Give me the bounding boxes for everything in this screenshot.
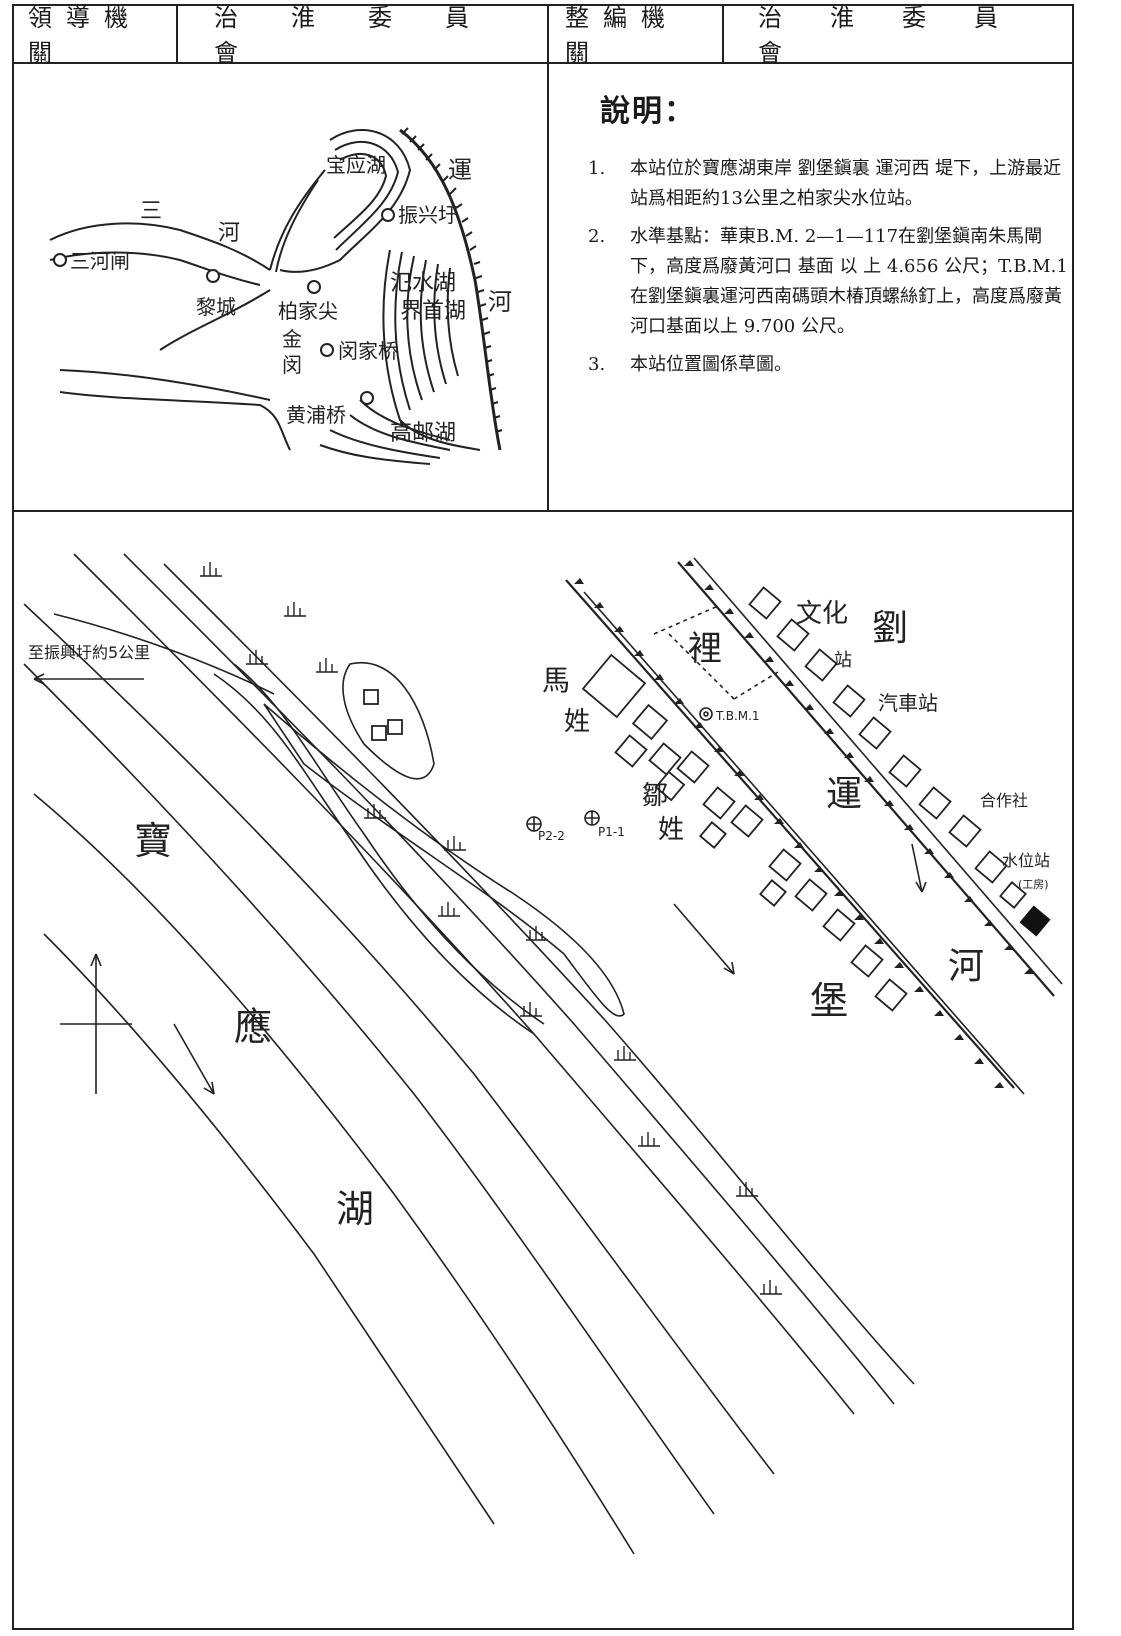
- he-label-1: 河: [488, 288, 512, 316]
- zou-surname-label: 姓: [658, 815, 684, 845]
- zou-label: 鄒: [642, 781, 668, 811]
- header-col-sep-1: [176, 4, 178, 62]
- ying-label: 應: [234, 1005, 272, 1049]
- compile-agency-value: 治淮委員會: [726, 4, 1072, 67]
- gaoyou-lake-label: 高邮湖: [390, 421, 456, 446]
- shuiweizhan-label: 水位站: [1002, 851, 1050, 870]
- compile-agency-label: 整編機關: [551, 4, 721, 67]
- lead-agency-value: 治淮委員會: [180, 4, 546, 67]
- p11-label: P1-1: [598, 825, 625, 839]
- zhan-label: 站: [834, 650, 852, 671]
- hezuoshe-label: 合作社: [980, 791, 1028, 810]
- lead-agency-label: 領導機關: [14, 4, 176, 67]
- tbm-label: T.B.M.1: [715, 709, 760, 723]
- fanshui-lake-label: 氾水湖: [390, 271, 456, 296]
- baijiajian-label: 柏家尖: [278, 299, 338, 323]
- header-col-sep-3: [722, 4, 724, 62]
- compile-agency-value-text: 治淮委員會: [758, 4, 1046, 67]
- note-1-text: 本站位於寶應湖東岸 劉堡鎭裏 運河西 堤下，上游最近站爲相距約13公里之柏家尖水…: [630, 158, 1062, 209]
- wenhua-label: 文化: [796, 599, 848, 629]
- san-label: 三: [140, 199, 162, 224]
- mid-col-sep: [547, 4, 549, 510]
- baoying-lake-label: 宝应湖: [326, 153, 386, 177]
- lead-agency-value-text: 治淮委員會: [214, 4, 522, 67]
- p22-label: P2-2: [538, 829, 565, 843]
- licheng-label: 黎城: [196, 295, 236, 319]
- note-3-text: 本站位置圖係草圖。: [630, 354, 792, 375]
- li-label: 裡: [688, 629, 722, 669]
- bao-fort-label: 堡: [810, 979, 848, 1023]
- huangpuqiao-label: 黄浦桥: [286, 403, 346, 427]
- he-label-site: 河: [948, 946, 984, 987]
- page-frame: [12, 4, 1074, 1630]
- jieshou-lake-label: 界首湖: [400, 299, 466, 324]
- ma-surname-label: 姓: [564, 707, 590, 737]
- note-1: 1. 本站位於寶應湖東岸 劉堡鎭裏 運河西 堤下，上游最近站爲相距約13公里之柏…: [580, 154, 1070, 214]
- gongshe-label: (工房): [1018, 878, 1049, 891]
- lead-agency-label-text: 領導機關: [28, 4, 142, 67]
- site-map: 至振興圩約5公里 寶 應 湖 馬 姓 鄒 姓 裡 運 河 堡 劉 文化 站 汽車…: [23, 553, 1063, 1555]
- qichezhan-label: 汽車站: [878, 691, 938, 715]
- hu-label: 湖: [336, 1187, 374, 1231]
- note-2: 2. 水準基點：華東B.M. 2—1—117在劉堡鎭南朱馬閘下，高度爲廢黃河口 …: [580, 222, 1070, 342]
- jin-label: 金: [282, 327, 302, 351]
- compile-agency-label-text: 整編機關: [565, 4, 679, 67]
- yun-label: 運: [448, 156, 472, 184]
- section-divider: [12, 510, 1074, 512]
- header-divider: [12, 62, 1074, 64]
- min-label: 闵: [282, 353, 302, 377]
- to-zhenxing-label: 至振興圩約5公里: [28, 643, 150, 662]
- bao-label: 寶: [134, 819, 172, 863]
- note-2-text: 水準基點：華東B.M. 2—1—117在劉堡鎭南朱馬閘下，高度爲廢黃河口 基面 …: [630, 226, 1068, 337]
- liu-label: 劉: [872, 608, 908, 649]
- minjiaqiao-label: 闵家桥: [338, 339, 398, 363]
- he-label-2: 河: [218, 221, 240, 246]
- note-2-number: 2.: [588, 226, 606, 247]
- marsh-symbols: [200, 562, 782, 1295]
- description-title: 說明：: [600, 94, 696, 129]
- note-1-number: 1.: [588, 158, 606, 179]
- ma-label: 馬: [542, 664, 570, 697]
- yun-label-site: 運: [826, 774, 862, 815]
- zhenxingyu-label: 振兴圩: [398, 203, 458, 227]
- note-3: 3. 本站位置圖係草圖。: [580, 350, 1070, 380]
- note-3-number: 3.: [588, 354, 606, 375]
- sanhezha-label: 三河闸: [70, 249, 130, 273]
- description-panel: 說明： 1. 本站位於寶應湖東岸 劉堡鎭裏 運河西 堤下，上游最近站爲相距約13…: [580, 70, 1080, 380]
- location-map: 宝应湖 運 振兴圩 三 河 三河闸 黎城 柏家尖 金 闵 闵家桥 氾水湖 界首湖…: [49, 127, 512, 465]
